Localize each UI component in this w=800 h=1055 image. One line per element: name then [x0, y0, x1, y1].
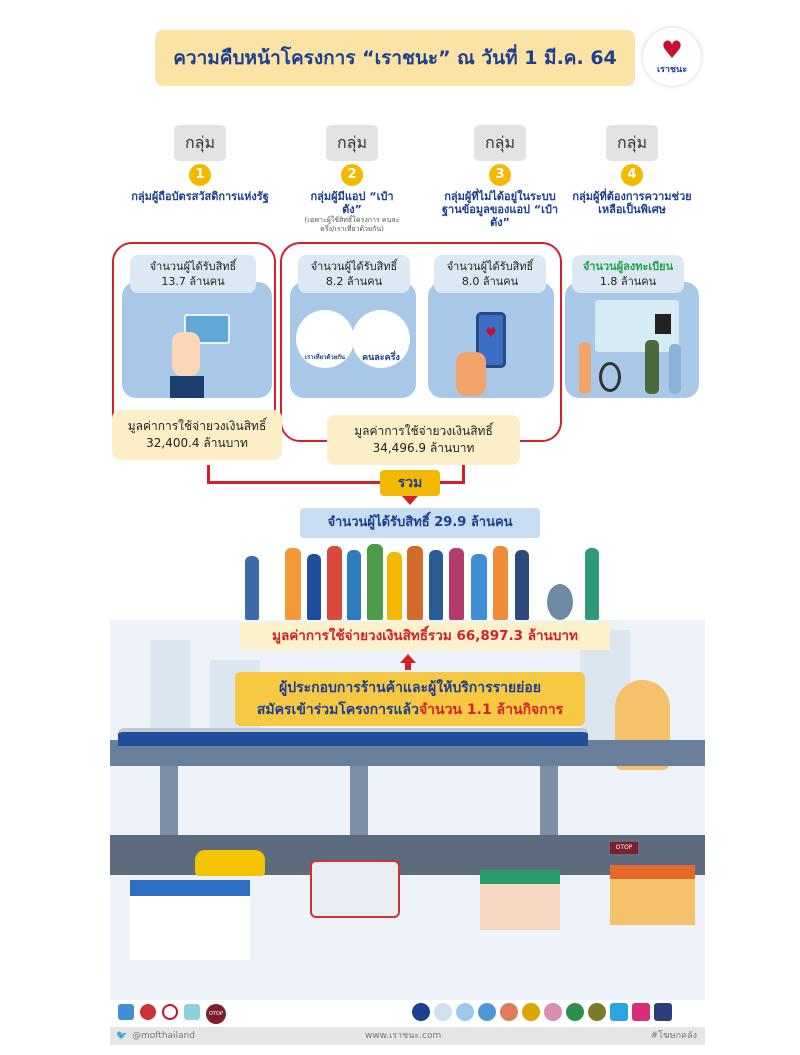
- twitter-icon: 🐦: [116, 1031, 128, 1041]
- shop: [130, 880, 250, 960]
- connector: [462, 465, 465, 483]
- card-value: 8.2 ล้านคน: [325, 275, 383, 288]
- merchants-box: ผู้ประกอบการร้านค้าและผู้ให้บริการรายย่อ…: [235, 672, 585, 726]
- card-4-header: จำนวนผู้ลงทะเบียน 1.8 ล้านคน: [572, 255, 684, 293]
- hand-icon: [456, 352, 486, 396]
- card-title: จำนวนผู้ได้รับสิทธิ์: [310, 260, 398, 273]
- elder-icon: [669, 344, 681, 394]
- group-number: 4: [621, 164, 643, 186]
- rao-chana-logo: ♥เราชนะ: [643, 28, 701, 86]
- khon-la-khrueng-logo: คนละครึ่ง: [352, 310, 410, 368]
- card-2-header: จำนวนผู้ได้รับสิทธิ์ 8.2 ล้านคน: [298, 255, 410, 293]
- taxi: [195, 850, 265, 876]
- group-label: กลุ่ม: [326, 125, 378, 161]
- card-value: 13.7 ล้านคน: [161, 275, 225, 288]
- group-desc: กลุ่มผู้ถือบัตรสวัสดิการแห่งรัฐ: [131, 190, 269, 203]
- card-title: จำนวนผู้ลงทะเบียน: [582, 260, 674, 273]
- group-desc: กลุ่มผู้ที่ต้องการความช่วยเหลือเป็นพิเศษ: [572, 190, 692, 216]
- crowd-illustration: [235, 540, 615, 620]
- group-1: กลุ่ม 1 กลุ่มผู้ถือบัตรสวัสดิการแห่งรัฐ: [130, 125, 270, 203]
- hashtag: #โฆษกคลัง: [650, 1031, 697, 1041]
- person-icon: [579, 342, 591, 394]
- otop-stall: [610, 865, 695, 925]
- heart-icon: ♥: [661, 36, 683, 64]
- group-2: กลุ่ม 2 กลุ่มผู้มีแอป “เป๋าตัง”(เฉพาะผู้ใช…: [282, 125, 422, 234]
- elder-icon: [645, 340, 659, 394]
- card-value: 1.8 ล้านคน: [599, 275, 657, 288]
- group-3: กลุ่ม 3 กลุ่มผู้ที่ไม่ได้อยู่ในระบบฐานข้อม…: [430, 125, 570, 229]
- market-stall: [480, 870, 560, 930]
- card-3-header: จำนวนผู้ได้รับสิทธิ์ 8.0 ล้านคน: [434, 255, 546, 293]
- id-card-icon: [595, 300, 679, 352]
- group-note: (เฉพาะผู้ใช้สิทธิ์โครงการ คนละครึ่ง/เราเ…: [304, 216, 400, 233]
- rao-tiew-logo: เราเที่ยวด้วยกัน: [296, 310, 354, 368]
- logo-text: เราชนะ: [656, 65, 688, 75]
- total-people: จำนวนผู้ได้รับสิทธิ์ 29.9 ล้านคน: [300, 508, 540, 538]
- group-desc: กลุ่มผู้ที่ไม่ได้อยู่ในระบบฐานข้อมูลของแ…: [441, 190, 559, 229]
- group-label: กลุ่ม: [606, 125, 658, 161]
- hand-icon: [172, 332, 200, 376]
- partner-logos-right: [412, 1003, 672, 1021]
- spend-title: มูลค่าการใช้จ่ายวงเงินสิทธิ์: [127, 419, 267, 433]
- total-spend: มูลค่าการใช้จ่ายวงเงินสิทธิ์รวม 66,897.3…: [240, 622, 610, 650]
- card-3: ♥: [428, 282, 554, 398]
- spend-box-2: มูลค่าการใช้จ่ายวงเงินสิทธิ์ 34,496.9 ล้า…: [327, 415, 520, 465]
- merchants-line1: ผู้ประกอบการร้านค้าและผู้ให้บริการรายย่อ…: [279, 680, 541, 696]
- connector: [207, 481, 465, 484]
- group-desc: กลุ่มผู้มีแอป “เป๋าตัง”: [310, 190, 394, 216]
- spend-title: มูลค่าการใช้จ่ายวงเงินสิทธิ์: [354, 424, 493, 438]
- spend-value: 34,496.9 ล้านบาท: [372, 441, 475, 455]
- group-4: กลุ่ม 4 กลุ่มผู้ที่ต้องการความช่วยเหลือเป็…: [562, 125, 702, 216]
- footer-bar: 🐦 @mofthailand www.เราชนะ.com #โฆษกคลัง: [110, 1027, 705, 1045]
- connector: [207, 465, 210, 483]
- card-1: [122, 282, 272, 398]
- partner-logos-left: OTOP: [118, 1004, 226, 1024]
- group-label: กลุ่ม: [474, 125, 526, 161]
- food-truck: [310, 860, 400, 918]
- card-title: จำนวนผู้ได้รับสิทธิ์: [149, 260, 237, 273]
- card-4: [565, 282, 699, 398]
- sum-label: รวม: [380, 470, 440, 496]
- wheelchair-icon: [599, 362, 621, 392]
- card-title: จำนวนผู้ได้รับสิทธิ์: [446, 260, 534, 273]
- arrow-down-icon: [402, 496, 418, 505]
- skytrain: [118, 728, 588, 746]
- page-title: ความคืบหน้าโครงการ “เราชนะ” ณ วันที่ 1 ม…: [155, 30, 635, 86]
- otop-logo: OTOP: [206, 1004, 226, 1024]
- group-number: 2: [341, 164, 363, 186]
- card-2: เราเที่ยวด้วยกัน คนละครึ่ง: [290, 282, 416, 398]
- spend-box-1: มูลค่าการใช้จ่ายวงเงินสิทธิ์ 32,400.4 ล้า…: [112, 410, 282, 460]
- merchants-line2: สมัครเข้าร่วมโครงการแล้ว: [256, 702, 419, 718]
- arrow-stem: [405, 662, 411, 670]
- otop-sign: OTOP: [610, 842, 638, 854]
- card-1-header: จำนวนผู้ได้รับสิทธิ์ 13.7 ล้านคน: [130, 255, 256, 293]
- card-value: 8.0 ล้านคน: [461, 275, 519, 288]
- merchants-count: จำนวน 1.1 ล้านกิจการ: [418, 702, 564, 718]
- sleeve: [170, 376, 204, 398]
- arrow-up-icon: [400, 654, 416, 663]
- group-number: 1: [189, 164, 211, 186]
- group-number: 3: [489, 164, 511, 186]
- website-link[interactable]: www.เราชนะ.com: [365, 1031, 442, 1041]
- spend-value: 32,400.4 ล้านบาท: [146, 436, 248, 450]
- twitter-handle[interactable]: @mofthailand: [132, 1031, 195, 1041]
- group-label: กลุ่ม: [174, 125, 226, 161]
